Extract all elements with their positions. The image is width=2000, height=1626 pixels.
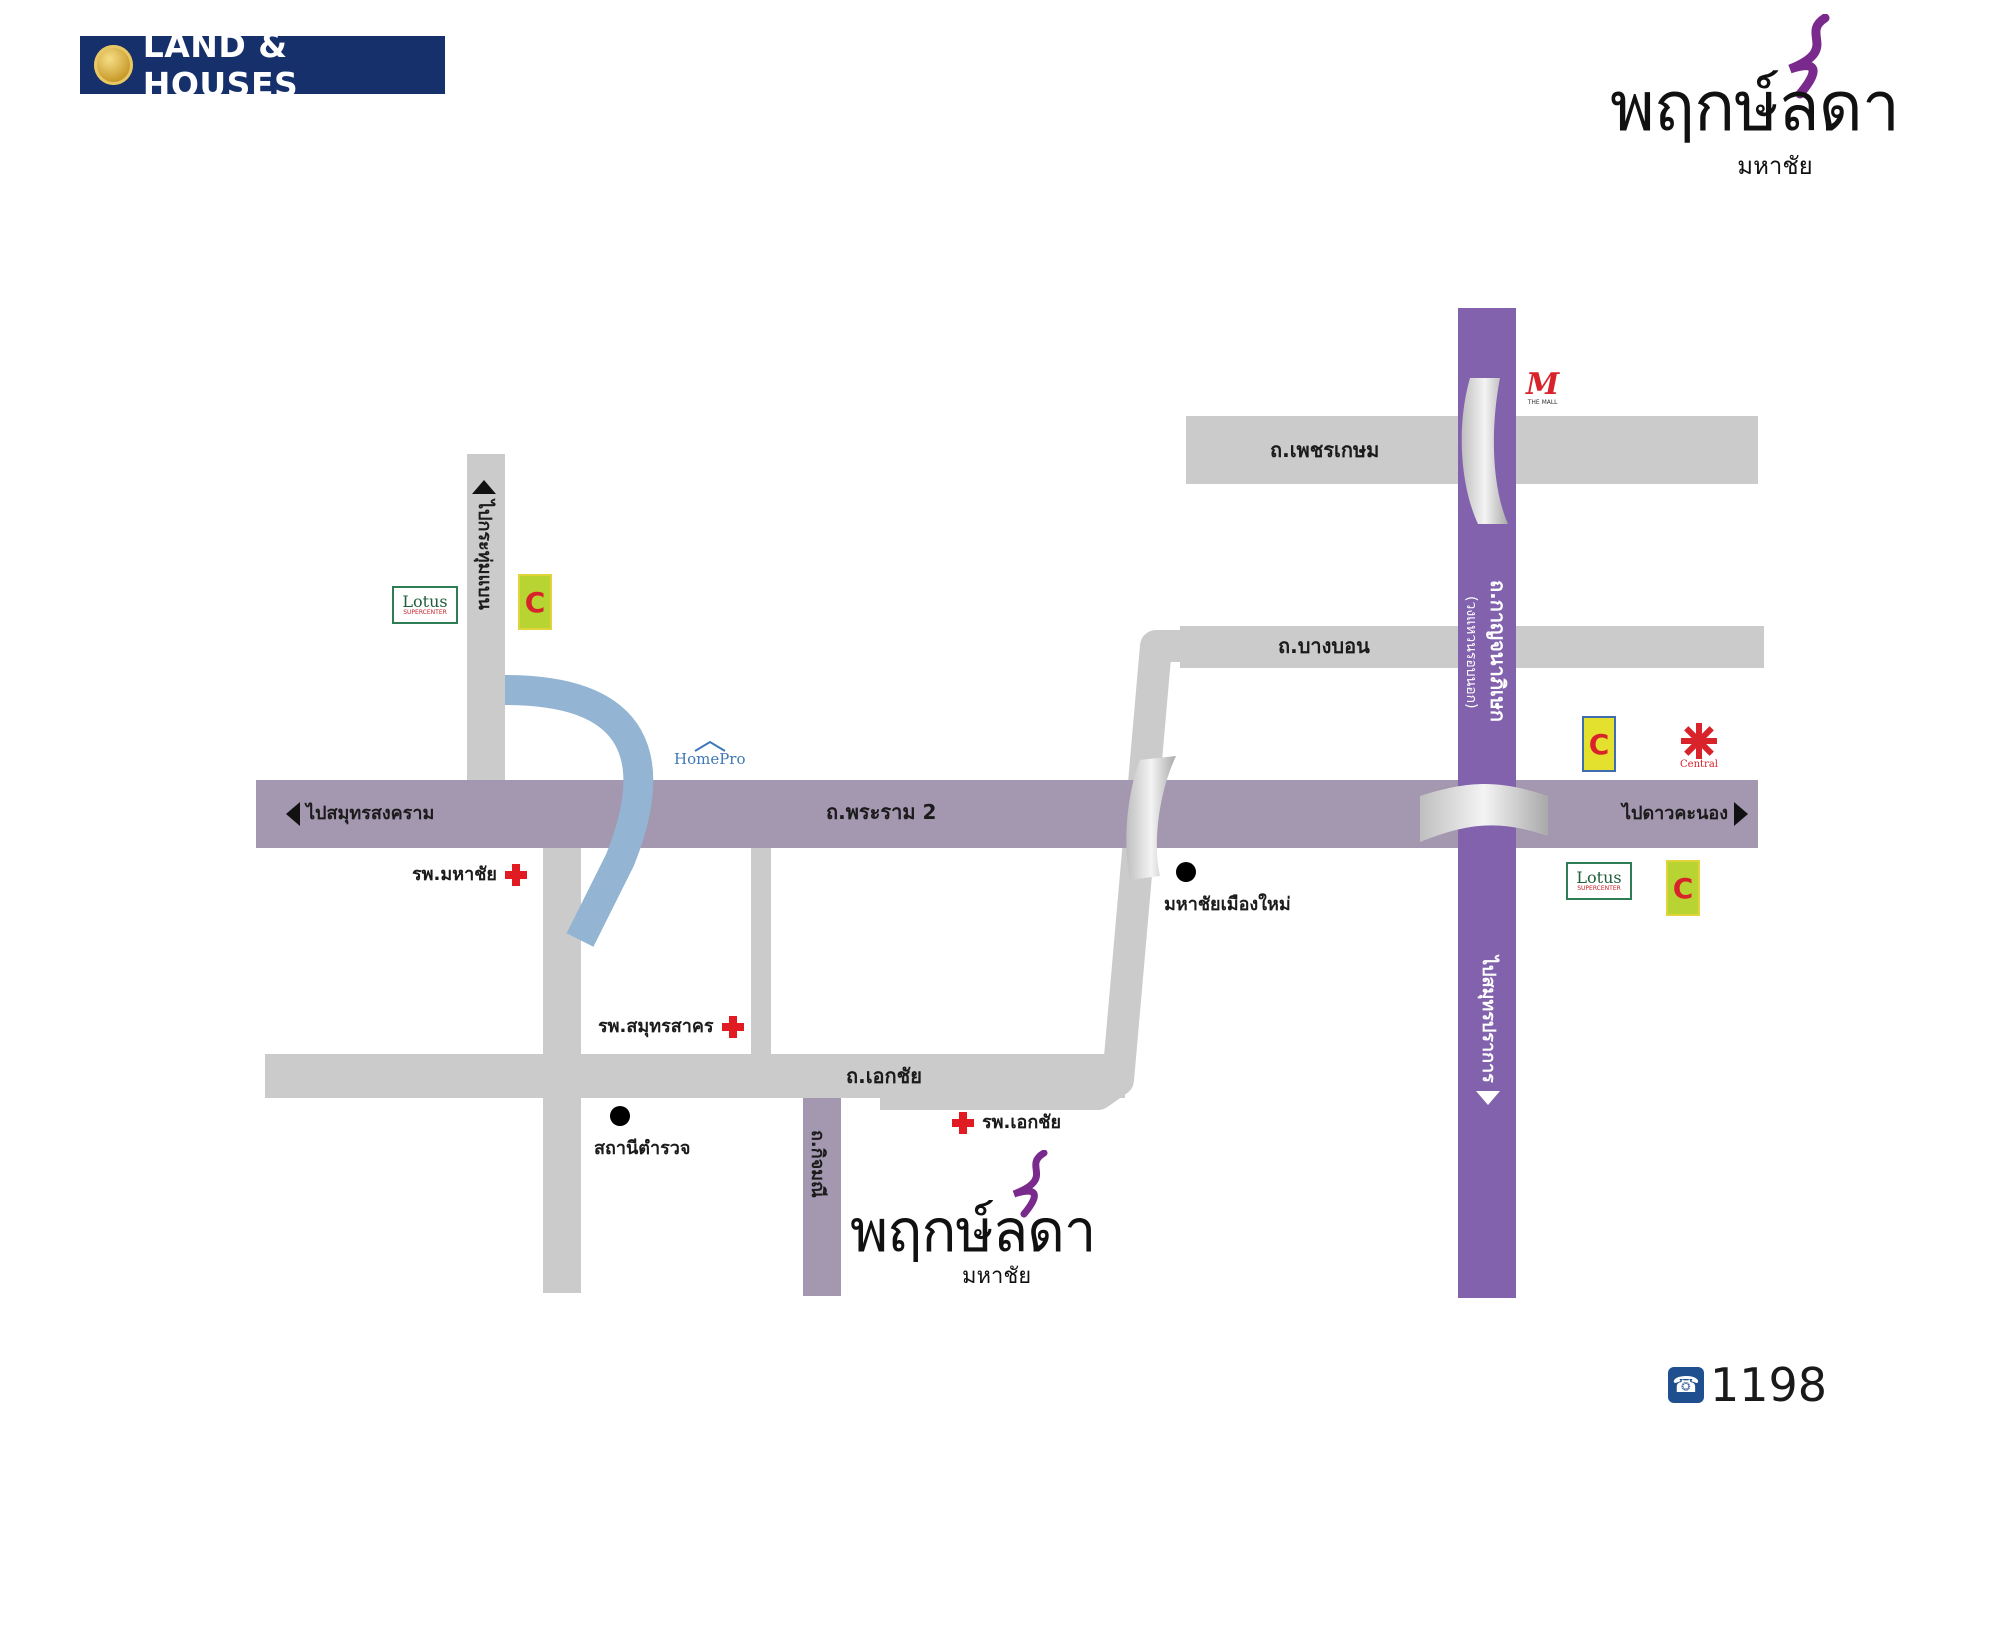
direction-samut-songkhram: ไปสมุทรสงคราม [286,802,434,826]
swirl-icon [1012,1150,1048,1218]
arrow-left-icon [286,802,300,826]
phone-icon: ☎ [1668,1367,1704,1403]
rama2-label: ถ.พระราม 2 [826,800,937,824]
land-and-houses-logo: LAND & HOUSES [80,26,445,104]
police-station-label: สถานีตำรวจ [594,1138,691,1159]
hospital-cross-icon [504,864,527,886]
the-mall-logo: M THE MALL [1526,367,1560,406]
ekachai-road [265,1054,1125,1098]
mahachai-muang-mai-label: มหาชัยเมืองใหม่ [1164,894,1291,915]
bangbon-label: ถ.บางบอน [1278,634,1370,658]
project-location-marker: พฤกษ์ลดา มหาชัย [850,1150,1170,1290]
krathum-baen-road [467,454,505,780]
the-mall-mark-icon: M [1526,367,1560,402]
arrow-right-icon [1734,802,1748,826]
house-icon [694,740,726,752]
developer-logo-text: LAND & HOUSES [142,26,299,104]
brand-location: มหาชัย [1737,152,1813,180]
bigc-extra-logo: C [1582,716,1616,772]
hospital-cross-icon [721,1016,744,1038]
mahachai-muang-mai-dot [1176,862,1196,882]
contact-phone[interactable]: ☎ 1198 [1668,1362,1827,1408]
phetkasem-label: ถ.เพชรเกษม [1270,438,1380,462]
bigc-logo-east: C [1666,860,1700,916]
phetkasem-flyover [1461,378,1508,524]
bigc-logo-west: C [518,574,552,630]
phone-number: 1198 [1710,1358,1828,1412]
homepro-logo: HomePro [674,740,746,767]
direction-dao-khanong: ไปดาวคะนอง [1622,802,1748,826]
central-star-icon [1681,723,1717,759]
central-logo: Central [1680,722,1718,770]
swirl-icon [1788,14,1830,99]
ekachai-label: ถ.เอกชัย [846,1064,922,1088]
hospital-cross-icon [952,1112,974,1134]
hospital-lane [751,848,771,1054]
direction-samut-prakan: ไปสมุทรปราการ [1476,956,1500,1105]
brand-logo-top: พฤกษ์ลดา มหาชัย [1610,14,1950,184]
coin-icon [94,45,133,85]
mahachai-hospital: รพ.มหาชัย [412,864,527,886]
project-brand-name: พฤกษ์ลดา [850,1197,1096,1265]
direction-krathum-baen: ไปกระทุ่มแบน [472,480,496,610]
arrow-down-icon [1476,1090,1500,1105]
police-station-dot [610,1106,630,1126]
brand-name: พฤกษ์ลดา [1610,68,1900,147]
rama2-flyover [1420,784,1548,842]
side-road-label: ถ.กิจมณี [807,1130,828,1198]
lotus-logo-east: Lotus SUPERCENTER [1566,862,1632,900]
kanchanaphisek-sub-label: (วงแหวนรอบนอก) [1463,596,1479,709]
kanchanaphisek-label: ถ.กาญจนาภิเษก [1486,580,1510,723]
bangbon-flyover [1126,756,1176,880]
samut-sakhon-hospital: รพ.สมุทรสาคร [598,1016,744,1038]
project-brand-location: มหาชัย [962,1264,1032,1289]
arrow-up-icon [472,480,496,494]
ekachai-hospital: รพ.เอกชัย [952,1112,1061,1134]
side-road [803,1098,841,1296]
lotus-logo-west: Lotus SUPERCENTER [392,586,458,624]
